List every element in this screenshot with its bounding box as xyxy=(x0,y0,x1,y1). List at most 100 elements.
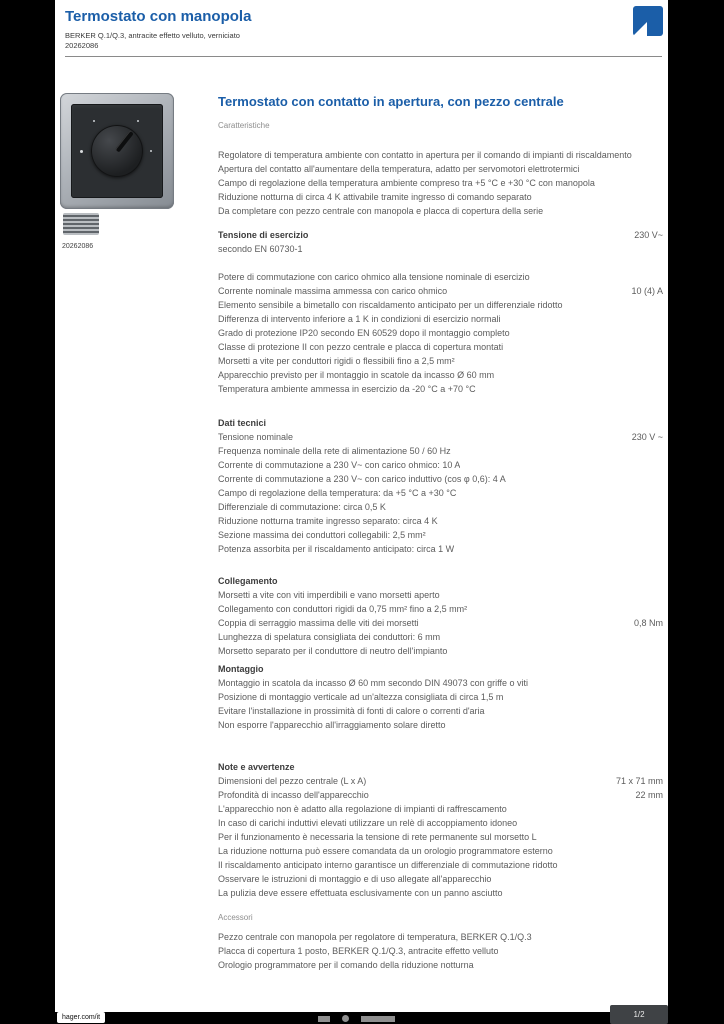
footer-site-link[interactable]: hager.com/it xyxy=(57,1012,106,1023)
section-title: Dati tecnici xyxy=(218,418,267,428)
thermostat-plate xyxy=(71,104,163,198)
spec-row: Il riscaldamento anticipato interno gara… xyxy=(218,858,663,872)
spec-row: Morsetto separato per il conduttore di n… xyxy=(218,644,663,658)
spec-row: Apertura del contatto all'aumentare dell… xyxy=(218,162,663,176)
spec-label: Orologio programmatore per il comando de… xyxy=(218,960,474,970)
spec-row: Profondità di incasso dell'apparecchio 22… xyxy=(218,788,663,802)
spec-row: In caso di carichi induttivi elevati uti… xyxy=(218,816,663,830)
spec-label: Differenza di intervento inferiore a 1 K… xyxy=(218,314,501,324)
spec-label: In caso di carichi induttivi elevati uti… xyxy=(218,818,518,828)
spec-row: Evitare l'installazione in prossimità di… xyxy=(218,704,663,718)
spec-label: Non esporre l'apparecchio all'irraggiame… xyxy=(218,720,446,730)
spec-row: Classe di protezione II con pezzo centra… xyxy=(218,340,663,354)
footer-marks xyxy=(318,1015,395,1022)
spec-row: Potere di commutazione con carico ohmico… xyxy=(218,270,663,284)
spec-label: L'apparecchio non è adatto alla regolazi… xyxy=(218,804,507,814)
spec-row: Morsetti a vite con viti imperdibili e v… xyxy=(218,588,663,602)
spec-label: La riduzione notturna può essere comanda… xyxy=(218,846,553,856)
spec-row: Campo di regolazione della temperatura a… xyxy=(218,176,663,190)
spec-label: Pezzo centrale con manopola per regolato… xyxy=(218,932,532,942)
spec-row: Morsetti a vite per conduttori rigidi o … xyxy=(218,354,663,368)
spec-row: La pulizia deve essere effettuata esclus… xyxy=(218,886,663,900)
footer-mark-icon xyxy=(318,1015,330,1022)
spec-row: L'apparecchio non è adatto alla regolazi… xyxy=(218,802,663,816)
spec-label: Collegamento con conduttori rigidi da 0,… xyxy=(218,604,468,614)
spec-row: Differenziale di commutazione: circa 0,5… xyxy=(218,500,663,514)
spec-label: Sezione massima dei conduttori collegabi… xyxy=(218,530,426,540)
thermostat-frame xyxy=(60,93,174,209)
spec-row: Apparecchio previsto per il montaggio in… xyxy=(218,368,663,382)
spec-sections: Regolatore di temperatura ambiente con c… xyxy=(218,0,663,1012)
scale-tick xyxy=(150,150,152,152)
berker-logo-svg xyxy=(633,6,663,36)
spec-label: Lunghezza di spelatura consigliata dei c… xyxy=(218,632,441,642)
scale-tick xyxy=(93,120,95,122)
spec-label: Riduzione notturna di circa 4 K attivabi… xyxy=(218,192,532,202)
spec-label: Morsetti a vite per conduttori rigidi o … xyxy=(218,356,455,366)
spec-row: Posizione di montaggio verticale ad un'a… xyxy=(218,690,663,704)
spec-label: Apparecchio previsto per il montaggio in… xyxy=(218,370,495,380)
spec-label: Osservare le istruzioni di montaggio e d… xyxy=(218,874,492,884)
spec-label: Campo di regolazione della temperatura: … xyxy=(218,488,457,498)
spec-row: Coppia di serraggio massima delle viti d… xyxy=(218,616,663,630)
page-subtitle-line1: BERKER Q.1/Q.3, antracite effetto vellut… xyxy=(65,31,240,40)
spec-row: Regolatore di temperatura ambiente con c… xyxy=(218,148,663,162)
spec-label: Profondità di incasso dell'apparecchio xyxy=(218,790,369,800)
product-title: Termostato con contatto in apertura, con… xyxy=(218,94,564,109)
spec-row: Da completare con pezzo centrale con man… xyxy=(218,204,663,218)
spec-row: Pezzo centrale con manopola per regolato… xyxy=(218,930,663,944)
spec-label: Posizione di montaggio verticale ad un'a… xyxy=(218,692,504,702)
section-title: Montaggio xyxy=(218,664,264,674)
spec-row: Corrente nominale massima ammessa con ca… xyxy=(218,284,663,298)
footer-mark-icon xyxy=(361,1015,395,1022)
spec-row: Differenza di intervento inferiore a 1 K… xyxy=(218,312,663,326)
rotary-knob xyxy=(91,125,143,177)
spec-value: 10 (4) A xyxy=(631,286,663,296)
spec-section: Pezzo centrale con manopola per regolato… xyxy=(218,930,663,972)
spec-section: Potere di commutazione con carico ohmico… xyxy=(218,270,663,396)
knob-pointer xyxy=(115,130,134,153)
spec-label: Campo di regolazione della temperatura a… xyxy=(218,178,595,188)
spec-row: Collegamento con conduttori rigidi da 0,… xyxy=(218,602,663,616)
spec-row: Per il funzionamento è necessaria la ten… xyxy=(218,830,663,844)
spec-label: Il riscaldamento anticipato interno gara… xyxy=(218,860,558,870)
spec-row: Temperatura ambiente ammessa in esercizi… xyxy=(218,382,663,396)
datasheet-page: Termostato con manopola BERKER Q.1/Q.3, … xyxy=(55,0,668,1012)
spec-label: Frequenza nominale della rete di aliment… xyxy=(218,446,451,456)
spec-label: La pulizia deve essere effettuata esclus… xyxy=(218,888,503,898)
product-kicker: Caratteristiche xyxy=(218,121,270,130)
spec-value: 0,8 Nm xyxy=(633,618,663,628)
spec-row: Corrente di commutazione a 230 V~ con ca… xyxy=(218,458,663,472)
spec-label: Placca di copertura 1 posto, BERKER Q.1/… xyxy=(218,946,499,956)
scale-tick xyxy=(137,120,139,122)
spec-section: Regolatore di temperatura ambiente con c… xyxy=(218,148,663,218)
spec-row: Non esporre l'apparecchio all'irraggiame… xyxy=(218,718,663,732)
spec-row: Campo di regolazione della temperatura: … xyxy=(218,486,663,500)
spec-label: Regolatore di temperatura ambiente con c… xyxy=(218,150,632,160)
spec-row: Placca di copertura 1 posto, BERKER Q.1/… xyxy=(218,944,663,958)
spec-label: Evitare l'installazione in prossimità di… xyxy=(218,706,485,716)
spec-label: Temperatura ambiente ammessa in esercizi… xyxy=(218,384,476,394)
spec-label: Elemento sensibile a bimetallo con risca… xyxy=(218,300,563,310)
spec-row: Corrente di commutazione a 230 V~ con ca… xyxy=(218,472,663,486)
spec-row: Orologio programmatore per il comando de… xyxy=(218,958,663,972)
page-title: Termostato con manopola xyxy=(65,8,252,25)
spec-row: Grado di protezione IP20 secondo EN 6052… xyxy=(218,326,663,340)
spec-label: secondo EN 60730-1 xyxy=(218,244,303,254)
spec-label: Morsetto separato per il conduttore di n… xyxy=(218,646,448,656)
spec-label: Classe di protezione II con pezzo centra… xyxy=(218,342,504,352)
spec-value: 22 mm xyxy=(635,790,663,800)
spec-row: Sezione massima dei conduttori collegabi… xyxy=(218,528,663,542)
spec-row: Frequenza nominale della rete di aliment… xyxy=(218,444,663,458)
spec-label: Riduzione notturna tramite ingresso sepa… xyxy=(218,516,438,526)
berker-logo-icon xyxy=(633,6,663,36)
spec-label: Corrente di commutazione a 230 V~ con ca… xyxy=(218,474,506,484)
product-photo xyxy=(60,93,182,245)
spec-label: Tensione nominale xyxy=(218,432,294,442)
header-divider xyxy=(65,56,662,57)
